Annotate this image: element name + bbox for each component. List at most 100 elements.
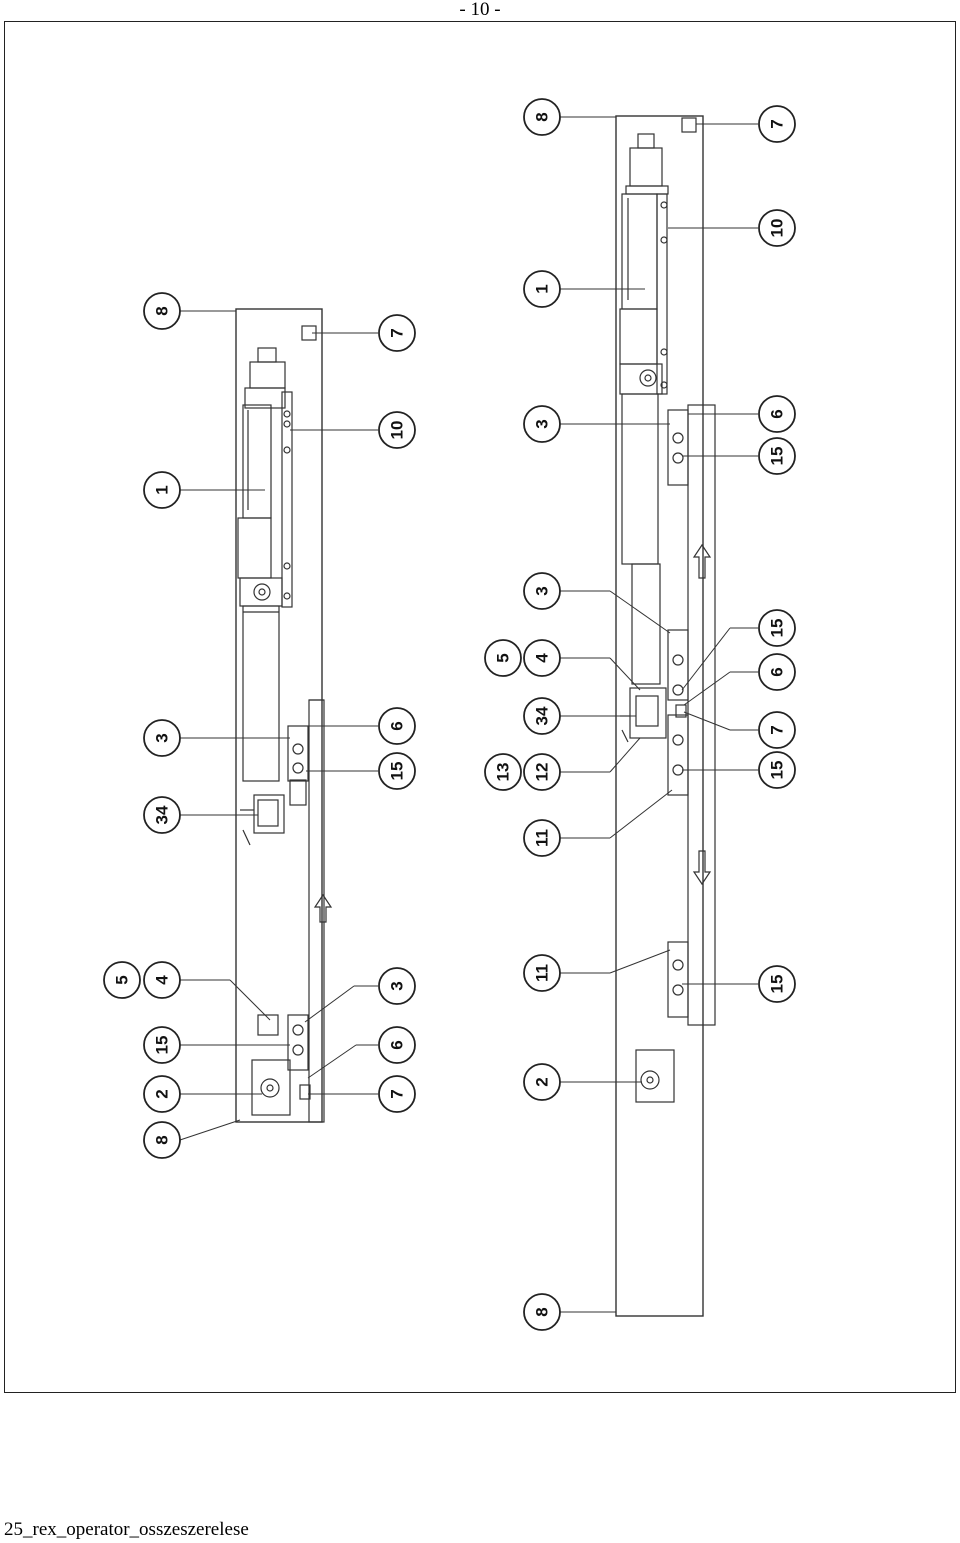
arrow-up-icon (313, 893, 333, 923)
right-callout-11: 11 (523, 819, 561, 857)
left-carriage-lower (287, 1014, 309, 1071)
left-callout-label: 34 (153, 805, 172, 824)
right-callout-label: 12 (533, 763, 552, 782)
left-idler (251, 1059, 291, 1116)
left-carriage-upper (287, 725, 309, 782)
right-callout-1: 1 (523, 270, 561, 308)
right-callout-label: 5 (494, 653, 513, 662)
right-gearbox (619, 308, 658, 365)
left-callout-label: 1 (153, 485, 172, 494)
right-callout-label: 34 (533, 706, 552, 725)
left-motor-shaft (257, 347, 277, 363)
left-callout-6: 6 (378, 707, 416, 745)
left-lock (253, 794, 285, 834)
right-motor-body (621, 193, 658, 310)
left-callout-label: 3 (388, 981, 407, 990)
left-callout-label: 15 (153, 1036, 172, 1055)
right-callout-10: 10 (758, 209, 796, 247)
left-callout-5: 5 (103, 961, 141, 999)
left-gearbox (237, 517, 272, 579)
drawing-frame (4, 21, 956, 1393)
document-footer: 25_rex_operator_osszeszerelese (4, 1519, 249, 1540)
right-callout-8: 8 (523, 1293, 561, 1331)
right-end-stop-top (681, 117, 697, 133)
page-number: - 10 - (459, 0, 501, 20)
right-idler (635, 1049, 675, 1103)
left-callout-label: 6 (388, 1040, 407, 1049)
right-callout-label: 15 (768, 619, 787, 638)
left-callout-label: 2 (153, 1089, 172, 1098)
right-callout-label: 1 (533, 284, 552, 293)
right-callout-4: 4 (523, 639, 561, 677)
left-callout-label: 15 (388, 762, 407, 781)
right-carriage-3 (667, 714, 689, 796)
right-callout-34: 34 (523, 697, 561, 735)
left-callout-label: 8 (153, 306, 172, 315)
right-callout-7: 7 (758, 711, 796, 749)
right-callout-label: 8 (533, 1307, 552, 1316)
right-callout-3: 3 (523, 572, 561, 610)
right-callout-label: 7 (768, 119, 787, 128)
right-callout-3: 3 (523, 405, 561, 443)
right-callout-label: 11 (533, 964, 552, 982)
right-callout-label: 15 (768, 975, 787, 994)
left-callout-1: 1 (143, 471, 181, 509)
right-carriage-2 (667, 629, 689, 701)
right-callout-label: 6 (768, 409, 787, 418)
right-carriage-1 (667, 409, 689, 486)
right-motor-shaft (637, 133, 655, 149)
left-housing (235, 308, 323, 1123)
right-callout-5: 5 (484, 639, 522, 677)
right-callout-label: 7 (768, 725, 787, 734)
right-callout-label: 8 (533, 112, 552, 121)
left-leaders (179, 310, 378, 1141)
right-callout-label: 2 (533, 1077, 552, 1086)
right-callout-label: 6 (768, 667, 787, 676)
right-callout-15: 15 (758, 437, 796, 475)
left-callout-label: 5 (113, 975, 132, 984)
left-callout-7: 7 (378, 1075, 416, 1113)
left-callout-34: 34 (143, 796, 181, 834)
right-callout-label: 3 (533, 419, 552, 428)
right-callout-label: 15 (768, 447, 787, 466)
left-motor-body (242, 404, 272, 519)
right-callout-label: 15 (768, 761, 787, 780)
right-callout-15: 15 (758, 609, 796, 647)
left-callout-15: 15 (143, 1026, 181, 1064)
left-callout-label: 7 (388, 1089, 407, 1098)
right-callout-2: 2 (523, 1063, 561, 1101)
right-callout-8: 8 (523, 98, 561, 136)
right-belt (621, 393, 659, 565)
left-callout-label: 4 (153, 975, 172, 985)
left-callout-6: 6 (378, 1026, 416, 1064)
right-callout-label: 10 (768, 219, 787, 238)
left-callout-8: 8 (143, 1121, 181, 1159)
arrow-up-icon (692, 543, 712, 579)
left-callout-label: 6 (388, 721, 407, 730)
right-callout-label: 4 (533, 653, 552, 663)
left-callout-4: 4 (143, 961, 181, 999)
right-end-stop-mid (675, 704, 687, 718)
left-callout-10: 10 (378, 411, 416, 449)
left-callout-label: 7 (388, 328, 407, 337)
right-leaders (560, 116, 758, 1313)
right-callout-label: 13 (494, 763, 513, 782)
right-carriage-4 (667, 941, 689, 1018)
left-callout-2: 2 (143, 1075, 181, 1113)
left-callout-7: 7 (378, 314, 416, 352)
left-end-stop-bottom (299, 1084, 311, 1100)
left-callout-label: 3 (153, 733, 172, 742)
right-callout-label: 11 (533, 829, 552, 847)
left-assembly (235, 308, 333, 1123)
arrow-down-icon (692, 850, 712, 886)
right-callout-7: 7 (758, 105, 796, 143)
right-callout-13: 13 (484, 753, 522, 791)
left-belt-clamp (257, 1014, 279, 1036)
right-callout-6: 6 (758, 653, 796, 691)
left-callout-3: 3 (143, 719, 181, 757)
left-callout-3: 3 (378, 967, 416, 1005)
right-callout-label: 3 (533, 586, 552, 595)
left-belt (242, 605, 280, 782)
left-callout-label: 8 (153, 1135, 172, 1144)
